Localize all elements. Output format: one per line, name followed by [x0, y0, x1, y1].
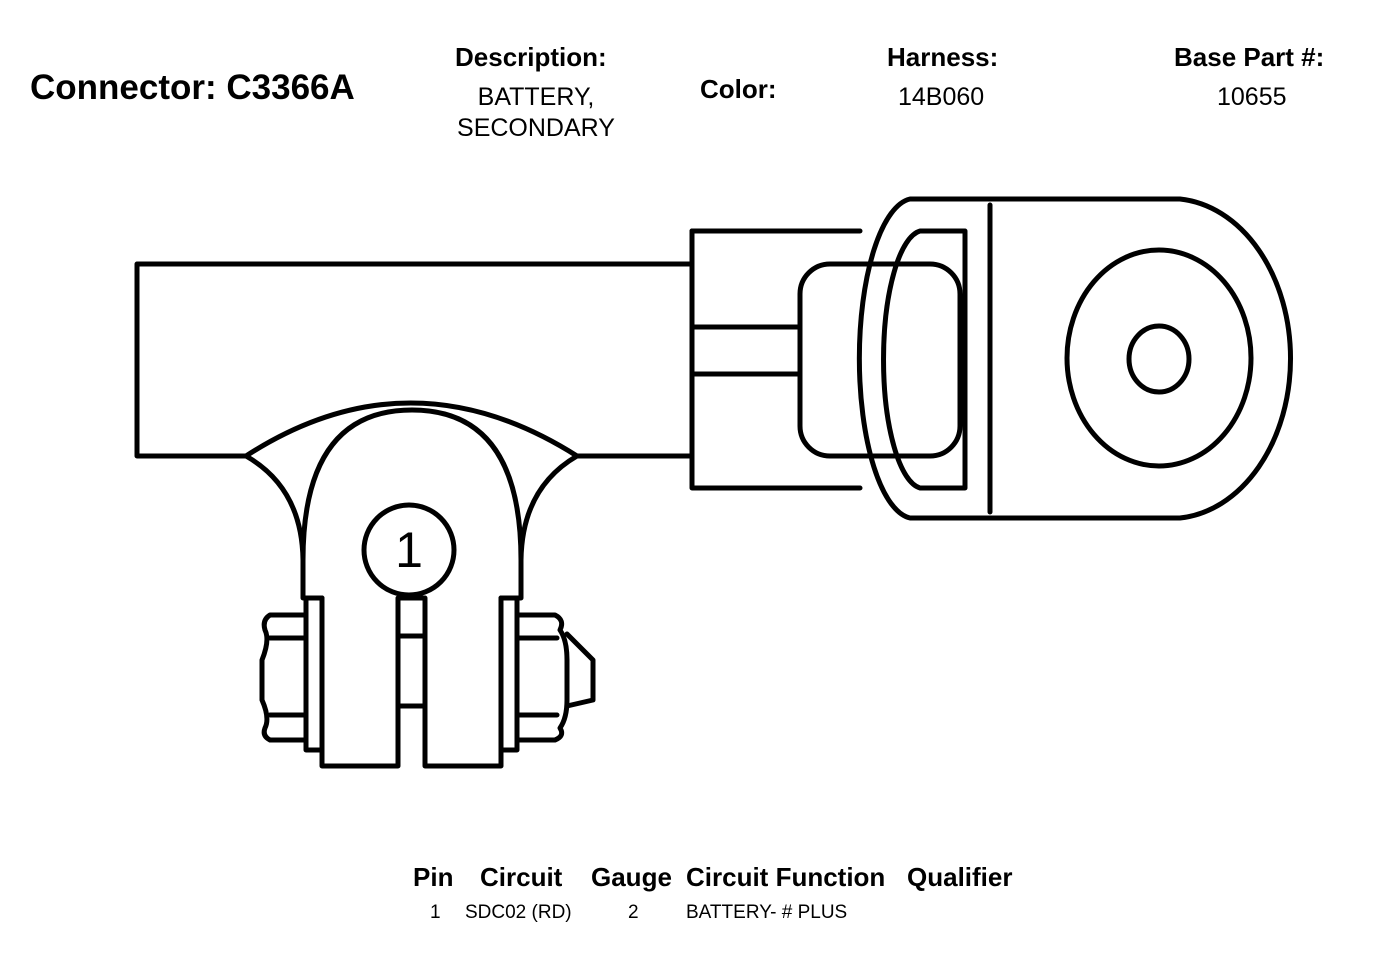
description-value: BATTERY, SECONDARY	[448, 82, 624, 144]
row-1-circuit: SDC02 (RD)	[465, 902, 572, 923]
base-part-value: 10655	[1217, 83, 1287, 111]
harness-value: 14B060	[898, 83, 985, 111]
col-header-circuit: Circuit	[480, 862, 563, 892]
description-line-1: BATTERY,	[477, 83, 595, 111]
col-header-gauge: Gauge	[591, 862, 672, 892]
pin-1-label: 1	[395, 522, 423, 578]
row-1-pin: 1	[430, 902, 441, 923]
right-nut	[498, 595, 596, 753]
connector-title: Connector: C3366A	[30, 68, 355, 107]
description-line-2: SECONDARY	[457, 114, 615, 142]
crimp-sleeve	[689, 228, 963, 491]
left-nut	[259, 595, 325, 753]
color-label: Color:	[700, 74, 777, 104]
row-1-gauge: 2	[628, 902, 639, 923]
cable-body	[134, 261, 695, 459]
col-header-pin: Pin	[413, 862, 454, 892]
pin-1-marker	[361, 502, 457, 598]
ring-terminal	[856, 196, 1294, 521]
harness-label: Harness:	[887, 42, 999, 72]
description-label: Description:	[455, 42, 607, 72]
row-1-function: BATTERY- # PLUS	[686, 902, 848, 923]
base-part-label: Base Part #:	[1174, 42, 1325, 72]
col-header-qualifier: Qualifier	[907, 862, 1013, 892]
clamp-body	[300, 407, 524, 769]
col-header-circuit-function: Circuit Function	[686, 862, 886, 892]
